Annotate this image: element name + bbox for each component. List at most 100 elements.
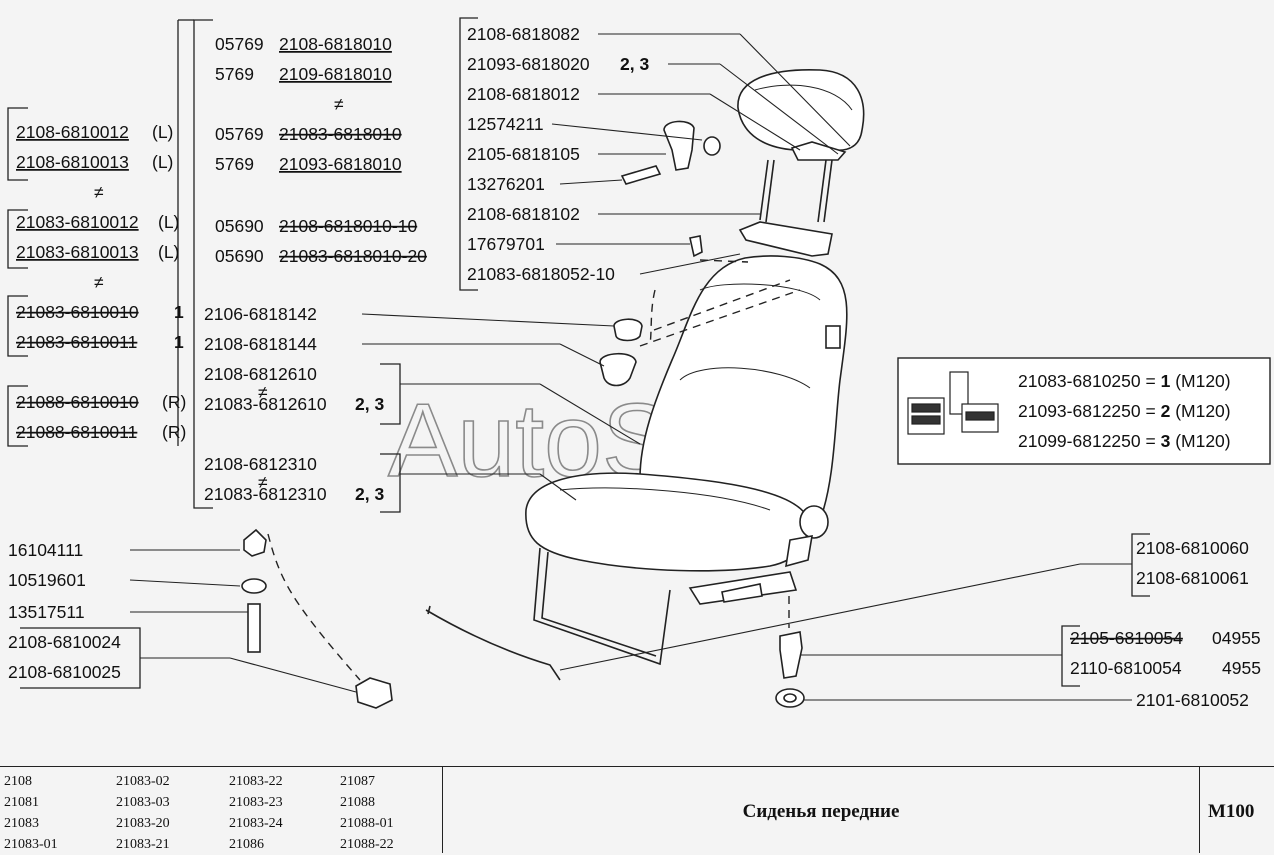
seat-frame <box>533 547 671 666</box>
model-code: 21088-01 <box>340 816 394 831</box>
stud <box>247 603 261 653</box>
callout-label: 2105-6818105 <box>467 144 580 164</box>
bolt <box>779 631 803 679</box>
variant-prefix: 05690 <box>215 246 264 266</box>
model-code: 21083-21 <box>116 837 170 852</box>
upholstery-line: 21093-6812250 = 2 (M120) <box>1018 401 1231 421</box>
model-code: 21083-22 <box>229 774 283 789</box>
recliner-lever <box>825 325 841 349</box>
model-column: 2108 21081 21083 21083-01 <box>4 771 58 855</box>
variant-prefix: 5769 <box>215 64 254 84</box>
callout-label: 2108-6810025 <box>8 662 121 682</box>
assembly-side: (L) <box>158 212 179 232</box>
assembly-code: 21088-6810011 <box>16 422 137 442</box>
recliner-knob <box>799 505 829 539</box>
assembly-side: (R) <box>162 392 186 412</box>
callout-label: 12574211 <box>467 114 544 134</box>
callout-label: 10519601 <box>8 570 86 590</box>
model-code: 21083-03 <box>116 795 170 810</box>
callout-label: 2108-6810061 <box>1136 568 1249 588</box>
upholstery-line: 21083-6810250 = 1 (M120) <box>1018 371 1231 391</box>
variant-prefix: 05769 <box>215 124 264 144</box>
variant-code: 21083-6818010-20 <box>279 246 427 266</box>
callout-suffix: 2, 3 <box>355 484 384 504</box>
model-code: 21088-22 <box>340 837 394 852</box>
back-callout-labels: 2106-6818142 2108-6818144 2108-6812610 ≠… <box>204 304 384 504</box>
callout-label: 2108-6812610 <box>204 364 317 384</box>
model-code: 21083-24 <box>229 816 283 831</box>
page-code-cell: M100 <box>1200 767 1274 853</box>
callout-suffix: 2, 3 <box>620 54 649 74</box>
guide-plate <box>738 221 833 257</box>
model-code: 21083-02 <box>116 774 170 789</box>
variant-code: 21083-6818010 <box>279 124 402 144</box>
upholstery-labels: 21083-6810250 = 1 (M120) 21093-6812250 =… <box>1018 371 1231 451</box>
variant-prefix: 5769 <box>215 154 254 174</box>
nut <box>243 528 267 557</box>
model-code: 2108 <box>4 774 32 789</box>
callout-label: 2108-6812310 <box>204 454 317 474</box>
title-cell: Сиденья передние <box>443 767 1200 853</box>
rail-labels: 2108-6810060 2108-6810061 <box>1136 538 1249 588</box>
variant-code: 2108-6818010-10 <box>279 216 417 236</box>
neq-symbol: ≠ <box>334 94 344 114</box>
model-column: 21087 21088 21088-01 21088-22 <box>340 771 394 855</box>
callout-label: 2108-6818102 <box>467 204 580 224</box>
dashed-assembly-lines <box>267 259 801 681</box>
callout-label: 13517511 <box>8 602 85 622</box>
callout-label: 2105-6810054 <box>1070 628 1183 648</box>
spring-washer <box>241 578 267 594</box>
model-code: 21088 <box>340 795 375 810</box>
callout-label: 21093-6818020 <box>467 54 590 74</box>
page-title: Сиденья передние <box>742 801 900 822</box>
bolt-labels: 2105-6810054 04955 2110-6810054 4955 210… <box>1070 628 1261 710</box>
guide-plate-screw <box>689 235 703 258</box>
neq-symbol: ≠ <box>258 472 268 492</box>
headrest-cushion <box>737 69 865 152</box>
model-code: 21087 <box>340 774 375 789</box>
callout-label: 2106-6818142 <box>204 304 317 324</box>
clamp <box>663 120 695 171</box>
callout-label: 2108-6818012 <box>467 84 580 104</box>
assembly-code: 21083-6810013 <box>16 242 139 262</box>
model-code: 21086 <box>229 837 264 852</box>
model-code: 21083 <box>4 816 39 831</box>
model-column: 21083-02 21083-03 21083-20 21083-21 <box>116 771 170 855</box>
assembly-suffix: 1 <box>174 302 184 322</box>
callout-label: 2108-6810024 <box>8 632 121 652</box>
seat-illustration <box>241 69 865 709</box>
clamp-screw <box>620 165 662 185</box>
washer <box>775 688 805 708</box>
variant-prefix: 05690 <box>215 216 264 236</box>
callout-alt: 4955 <box>1222 658 1261 678</box>
seat-assembly-labels: 2108-6810012 (L) 2108-6810013 (L) ≠ 2108… <box>16 122 186 442</box>
title-block: 2108 21081 21083 21083-01 21083-02 21083… <box>0 766 1274 853</box>
grommet-upper <box>613 318 643 342</box>
callout-suffix: 2, 3 <box>355 394 384 414</box>
model-code: 21081 <box>4 795 39 810</box>
clamp-nut <box>703 136 721 156</box>
fabric-swatch-icon <box>907 371 999 435</box>
headrest-guide-bracket <box>790 141 847 161</box>
assembly-code: 21088-6810010 <box>16 392 139 412</box>
assembly-code: 2108-6810012 <box>16 122 129 142</box>
headrest-callout-labels: 2108-6818082 21093-6818020 2, 3 2108-681… <box>467 24 649 284</box>
variant-code: 2109-6818010 <box>279 64 392 84</box>
assembly-side: (L) <box>158 242 179 262</box>
assembly-side: (L) <box>152 152 173 172</box>
model-code: 21083-23 <box>229 795 283 810</box>
callout-label: 2108-6810060 <box>1136 538 1249 558</box>
assembly-code: 21083-6810012 <box>16 212 139 232</box>
headrest-rod-left <box>759 159 769 221</box>
leader-lines <box>129 33 1132 701</box>
neq-symbol: ≠ <box>94 272 104 292</box>
assembly-code: 21083-6810010 <box>16 302 139 322</box>
model-column: 21083-22 21083-23 21083-24 21086 <box>229 771 283 855</box>
assembly-side: (R) <box>162 422 186 442</box>
upholstery-line: 21099-6812250 = 3 (M120) <box>1018 431 1231 451</box>
stop-block <box>355 677 393 709</box>
neq-symbol: ≠ <box>94 182 104 202</box>
callout-label: 2108-6818082 <box>467 24 580 44</box>
neq-symbol: ≠ <box>258 382 268 402</box>
callout-label: 2101-6810052 <box>1136 690 1249 710</box>
